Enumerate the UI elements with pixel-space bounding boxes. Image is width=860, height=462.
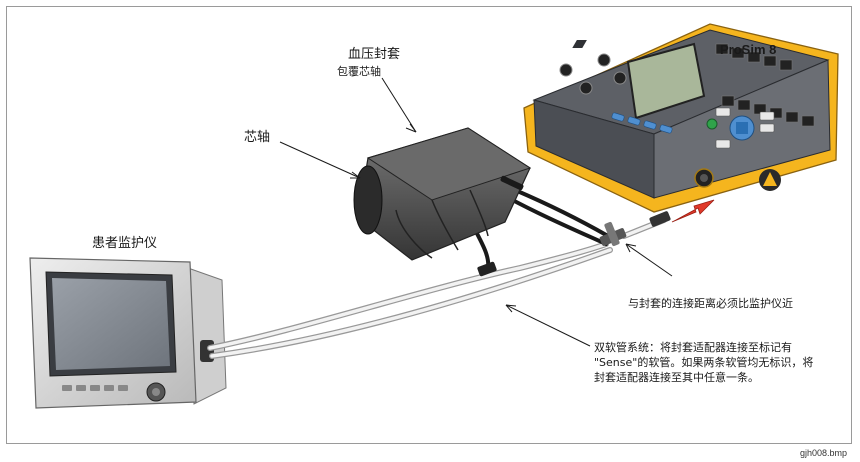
cuff-title-label: 血压封套 — [348, 47, 401, 62]
mandrel-label: 芯轴 — [244, 130, 271, 145]
dual-hose-note-label: 双软管系统：将封套适配器连接至标记有 "Sense"的软管。如果两条软管均无标识… — [594, 341, 814, 384]
tee-note-label: 与封套的连接距离必须比监护仪近 — [628, 297, 793, 310]
prosim-jacks — [715, 43, 815, 127]
monitor-button-4-icon — [104, 385, 114, 391]
monitor-button-1-icon — [62, 385, 72, 391]
monitor-button-3-icon — [90, 385, 100, 391]
prosim-nav-pad — [729, 115, 755, 141]
bp-cuff — [353, 127, 532, 261]
hose-connector-icon — [477, 261, 497, 277]
patient-monitor — [29, 257, 227, 409]
prosim-hose-connector-icon — [649, 211, 671, 227]
prosim-screen — [626, 42, 706, 120]
figure-id-label: gjh008.bmp — [800, 448, 848, 458]
prosim-label: ProSim 8 — [720, 42, 777, 57]
prosim-device — [523, 23, 839, 213]
tee-connector — [599, 221, 627, 247]
prosim-softkeys — [611, 112, 673, 134]
red-arrow-icon — [671, 199, 715, 223]
leader-lines — [279, 77, 673, 347]
cuff-subtitle-label: 包覆芯轴 — [337, 65, 381, 78]
patient-monitor-label: 患者监护仪 — [92, 236, 158, 251]
figure-frame — [6, 6, 852, 444]
monitor-button-2-icon — [76, 385, 86, 391]
monitor-button-5-icon — [118, 385, 128, 391]
